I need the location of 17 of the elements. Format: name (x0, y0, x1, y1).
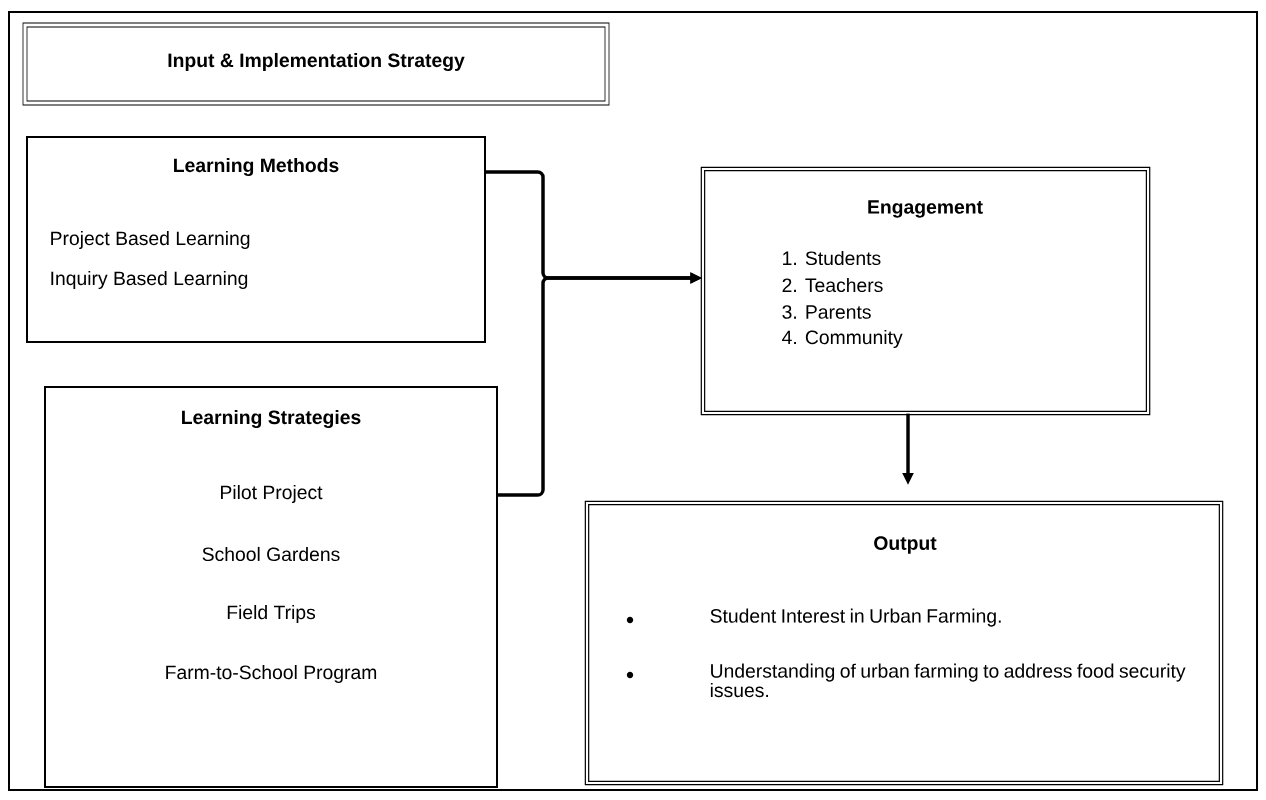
item-text: School Gardens (202, 546, 340, 562)
list-item: 2. Teachers (782, 277, 883, 293)
heading: Input & Implementation Strategy (168, 52, 465, 72)
bullet-text: Student Interest in Urban Farming. (710, 608, 1001, 627)
list-item: 1. Students (783, 250, 881, 266)
bullet-text: Understanding of urban farming to address food security issues. (710, 663, 1186, 698)
item-text: Field Trips (227, 605, 316, 623)
item-text: Farm-to-School Program (166, 665, 377, 683)
item-text: Inquiry Based Learning (51, 271, 248, 289)
heading: Output (874, 536, 937, 554)
list-item: 4. Community (782, 330, 903, 348)
heading: Engagement (868, 200, 983, 218)
item-text: Project Based Learning (51, 231, 250, 249)
item-text: Pilot Project (221, 485, 323, 503)
list-item: 3. Parents (782, 305, 871, 319)
heading: Learning Strategies (182, 409, 361, 429)
heading: Learning Methods (174, 157, 339, 177)
